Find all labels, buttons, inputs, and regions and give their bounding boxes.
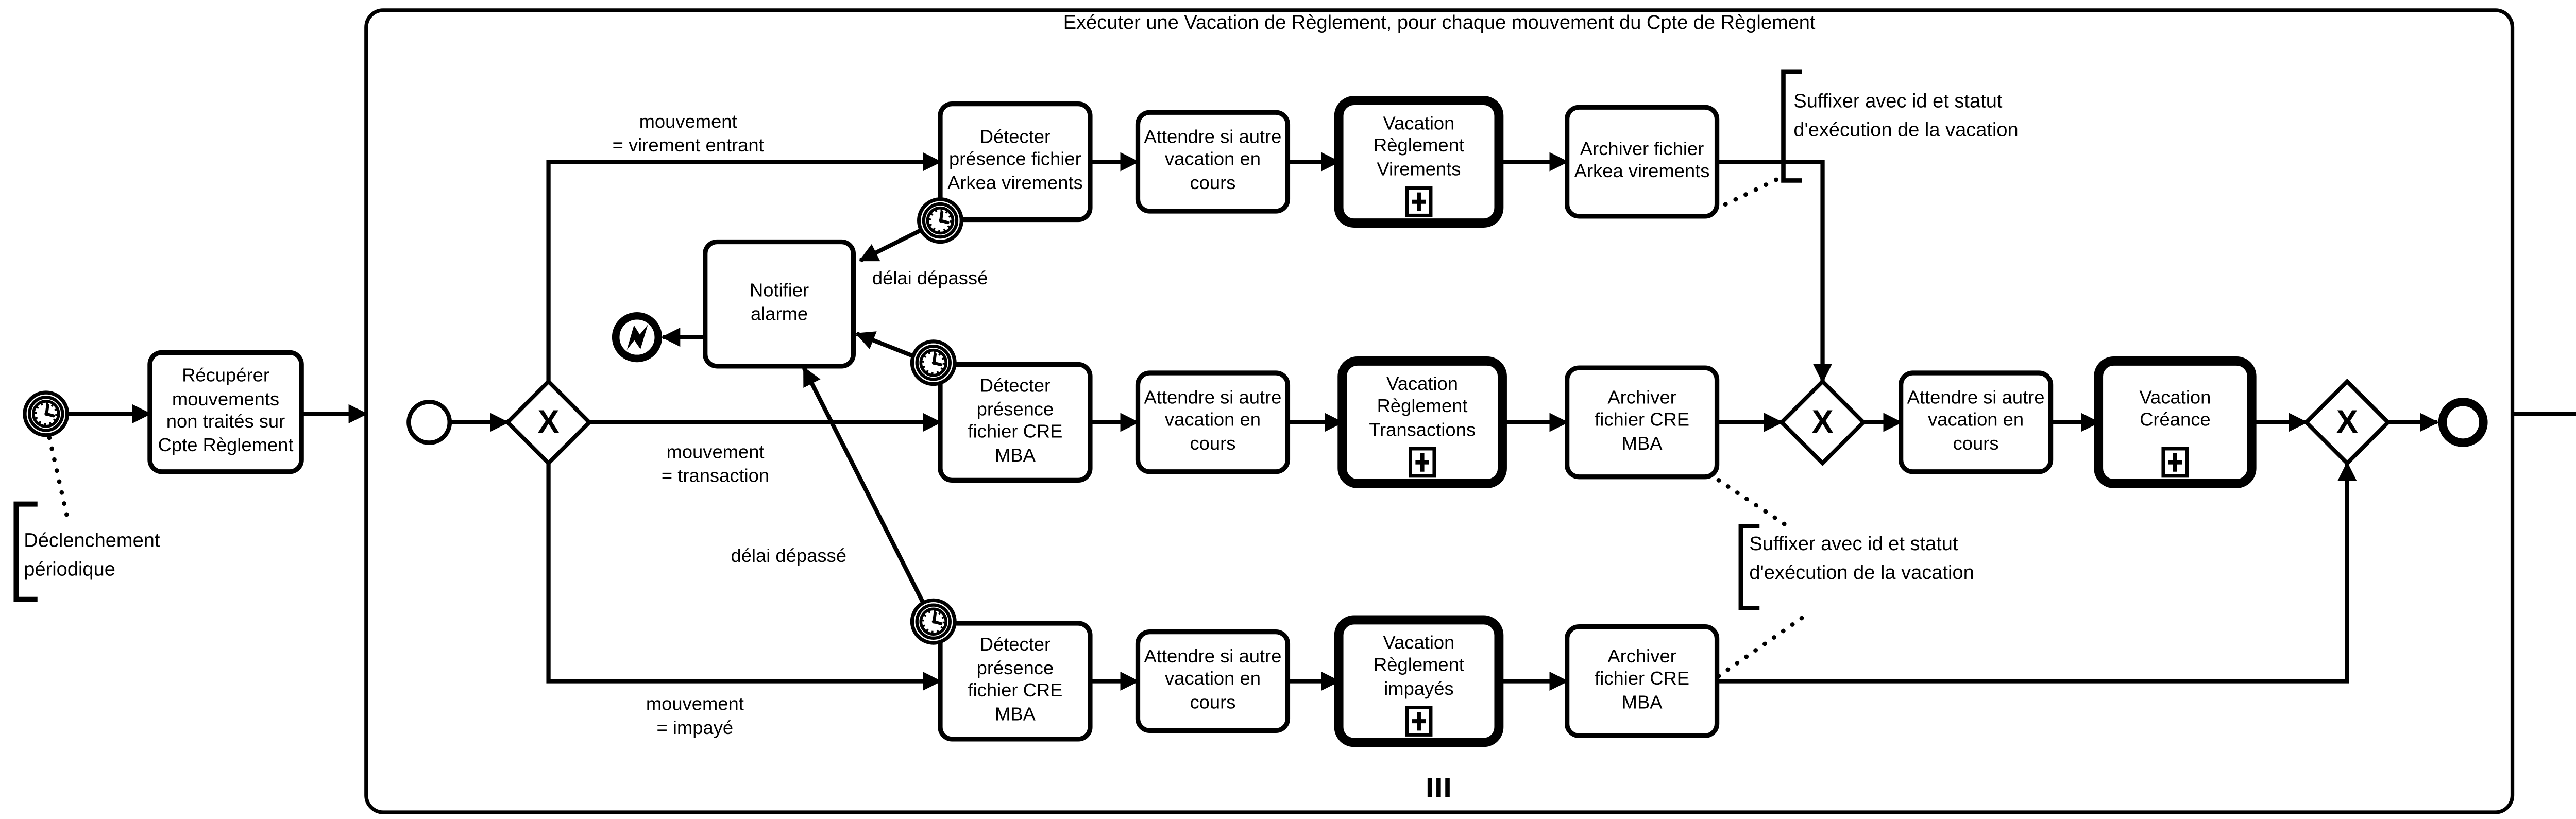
call-activity-transactions-label: Vacation Règlement Transactions (1369, 374, 1476, 441)
task-detecter-arkea-label: Détecter présence fichier Arkea virement… (947, 127, 1083, 194)
gateway-x-marker: X (2336, 404, 2358, 440)
plus-marker-icon (1405, 706, 1433, 737)
annotation-brackets (13, 69, 1802, 610)
task-notifier-alarme[interactable] (703, 239, 856, 369)
flow-label-transaction: mouvement = transaction (661, 442, 770, 487)
plus-markers (1405, 186, 2189, 737)
associations (47, 175, 1811, 678)
plus-marker-icon (1409, 447, 1436, 478)
call-activity-vacation-impayes[interactable] (1334, 615, 1504, 747)
task-attendre-label: Attendre si autre vacation en cours (1907, 387, 2045, 454)
call-activity-impayes-label: Vacation Règlement impayés (1374, 633, 1464, 699)
call-activity-creance-label: Vacation Créance (2139, 387, 2211, 431)
task-detecter-cre-label: Détecter présence fichier CRE MBA (968, 376, 1063, 466)
task-notifier-label: Notifier alarme (749, 281, 809, 325)
flow-label-delai-1: délai dépassé (872, 269, 988, 290)
association-start-annotation (47, 435, 71, 523)
task-recuperer[interactable] (147, 350, 304, 474)
task-shapes (147, 101, 2054, 742)
exclusive-gateway-split[interactable] (504, 378, 592, 466)
sequence-flows (68, 152, 2576, 691)
task-attendre-virement[interactable] (1135, 110, 1291, 214)
call-activity-vacation-creance[interactable] (2094, 356, 2257, 488)
exclusive-gateway-final[interactable] (2303, 378, 2391, 466)
flow-ar3-gateway3 (1717, 462, 2357, 684)
association-ar1-annotation (1723, 175, 1784, 207)
annotation-bracket-suffixer-2 (1738, 524, 1760, 610)
annotation-bracket-suffixer-1 (1781, 69, 1802, 183)
call-activity-vacation-virements[interactable] (1334, 96, 1504, 228)
flow-timer3-notifier (802, 366, 925, 604)
annotation-suffixer-2: Suffixer avec id et statut d'exécution d… (1749, 535, 1974, 584)
flow-timer1-notifier (858, 228, 923, 263)
task-attendre-impaye[interactable] (1135, 629, 1291, 733)
task-attendre-label: Attendre si autre vacation en cours (1144, 387, 1282, 454)
flow-label-impaye: mouvement = impayé (646, 694, 744, 739)
timer-start-event-icon[interactable] (25, 393, 67, 435)
subprocess-title: Exécuter une Vacation de Règlement, pour… (1063, 13, 1816, 35)
flow-timer2-notifier (855, 331, 914, 358)
association-ar2-annotation (1716, 478, 1788, 527)
flow-gateway-virement (546, 152, 942, 382)
task-detecter-arkea[interactable] (938, 101, 1093, 223)
association-ar3-annotation (1716, 610, 1811, 678)
task-recuperer-label: Récupérer mouvements non traités sur Cpt… (158, 366, 294, 456)
flow-ar1-gateway2 (1717, 159, 1833, 383)
task-attendre-label: Attendre si autre vacation en cours (1144, 646, 1282, 713)
gateways (504, 378, 2391, 466)
gateway-x-marker: X (537, 404, 560, 440)
task-attendre-transaction[interactable] (1135, 370, 1291, 474)
task-attendre-creance[interactable] (1899, 370, 2054, 474)
flow-gateway-impaye (546, 463, 942, 691)
task-archiver-cre-transaction[interactable] (1565, 365, 1720, 480)
task-detecter-cre-transaction[interactable] (938, 362, 1093, 483)
events (25, 199, 2488, 643)
task-archiver-cre-impaye[interactable] (1565, 624, 1720, 738)
start-event[interactable] (406, 399, 452, 445)
gateway-x-marker: X (1811, 404, 1834, 440)
multi-instance-marker-icon (1427, 778, 1450, 797)
task-archiver-arkea-label: Archiver fichier Arkea virements (1574, 139, 1710, 182)
call-activity-virements-label: Vacation Règlement Virements (1374, 113, 1464, 180)
annotation-suffixer-1: Suffixer avec id et statut d'exécution d… (1793, 92, 2019, 141)
annotation-bracket-start (13, 501, 38, 602)
task-archiver-cre-label: Archiver fichier CRE MBA (1595, 387, 1690, 454)
task-detecter-cre-impaye[interactable] (938, 621, 1093, 742)
task-detecter-cre-label: Détecter présence fichier CRE MBA (968, 635, 1063, 725)
exclusive-gateway-merge[interactable] (1778, 378, 1867, 466)
task-archiver-cre-label: Archiver fichier CRE MBA (1595, 646, 1690, 713)
plus-marker-icon (1405, 186, 1433, 217)
annotation-declenchement: Déclenchement périodique (24, 531, 160, 580)
flow-label-virement: mouvement = virement entrant (612, 112, 764, 157)
task-attendre-label: Attendre si autre vacation en cours (1144, 127, 1282, 194)
call-activity-shapes (1334, 96, 2257, 747)
plus-marker-icon (2161, 447, 2189, 478)
flow-label-delai-2: délai dépassé (731, 547, 846, 567)
call-activity-vacation-transactions[interactable] (1337, 356, 1507, 488)
end-event-inner[interactable] (2438, 397, 2488, 447)
task-archiver-arkea[interactable] (1565, 105, 1720, 219)
error-bolt-icon (626, 325, 648, 350)
